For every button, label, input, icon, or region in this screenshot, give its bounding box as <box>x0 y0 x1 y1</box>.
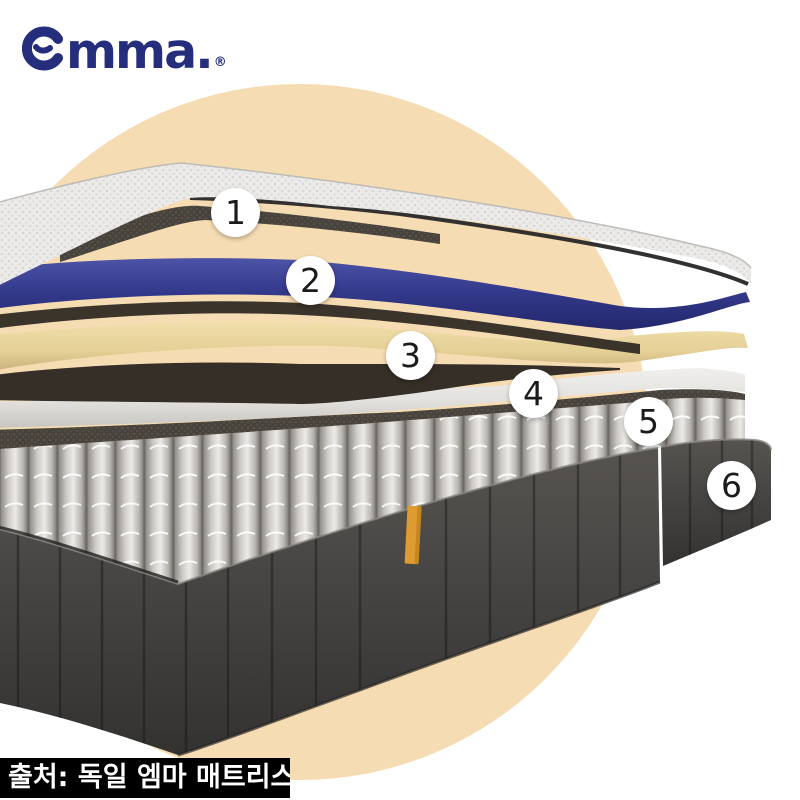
dark-brown-upper-layer <box>0 301 640 354</box>
layer-badge-6: 6 <box>707 461 756 510</box>
emma-logo-e-glyph <box>22 26 63 71</box>
layer-badge-5: 5 <box>624 397 673 446</box>
source-caption: 출처: 독일 엠마 매트리스 <box>0 758 290 798</box>
orange-label-tag <box>404 505 422 565</box>
layer-badge-4: 4 <box>509 369 558 418</box>
cover-mesh-band <box>60 205 440 262</box>
dark-brown-lower-layer <box>0 362 620 404</box>
layer-badge-3: 3 <box>386 331 435 380</box>
blue-layer <box>0 258 750 330</box>
layer-badge-1: 1 <box>211 188 260 237</box>
springs-top-mesh <box>0 389 745 449</box>
springs-layer <box>0 397 745 584</box>
layer-badge-2: 2 <box>286 256 335 305</box>
cover-layer <box>0 162 752 286</box>
yellow-layer <box>0 321 748 370</box>
emma-logo: mma. ® <box>22 23 227 80</box>
emma-logo-text: mma. <box>66 23 214 80</box>
registered-trademark-icon: ® <box>213 55 227 70</box>
